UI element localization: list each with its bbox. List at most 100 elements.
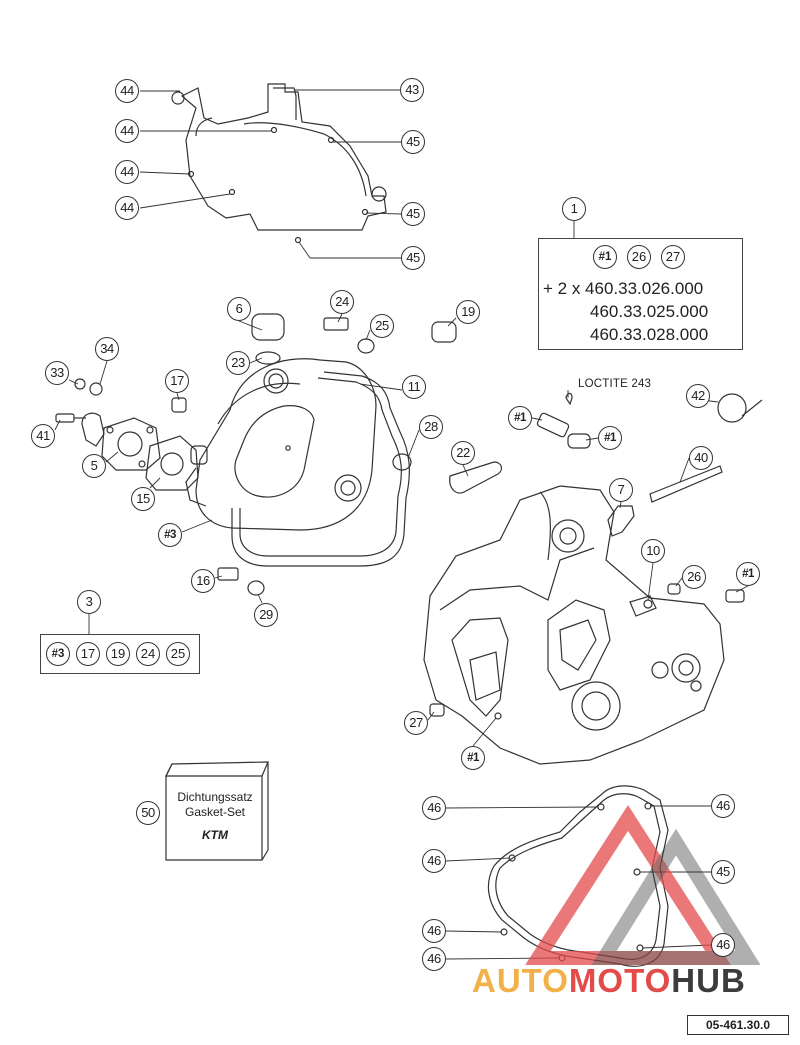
set-ref-5: 25	[166, 642, 190, 666]
callout-19: 41	[31, 424, 55, 448]
stud-bolt	[536, 412, 570, 438]
gasket-set-label-en: Gasket-Set	[184, 805, 246, 819]
washer-34	[89, 382, 103, 396]
callout-29: 10	[641, 539, 665, 563]
callout-9: 6	[227, 297, 251, 321]
watermark-part-1: AUTO	[472, 962, 569, 999]
callout-36: #1	[461, 746, 485, 770]
callout-41: 45	[711, 860, 735, 884]
watermark-part-3: HUB	[671, 962, 746, 999]
parts-set-box: #3 17 19 24 25	[40, 634, 200, 674]
drain-screw	[55, 413, 86, 423]
ktm-logo: KTM	[202, 828, 228, 842]
clutch-cover-gasket-top	[171, 83, 387, 244]
seal-28	[392, 453, 412, 471]
callout-0: 44	[115, 79, 139, 103]
callout-2: 44	[115, 119, 139, 143]
cover-gasket	[231, 371, 410, 567]
callout-25: 5	[82, 454, 106, 478]
callout-6: 45	[401, 202, 425, 226]
sleeve	[567, 433, 591, 449]
callout-35: 27	[404, 711, 428, 735]
gasket-set-package	[165, 761, 269, 861]
callout-7: 45	[401, 246, 425, 270]
set-ref-3: 19	[106, 642, 130, 666]
coolant-elbow	[81, 412, 105, 447]
set-ref-1: #3	[46, 642, 70, 666]
set-ref-2: 17	[76, 642, 100, 666]
callout-13: 34	[95, 337, 119, 361]
oil-filler-plug	[251, 313, 285, 341]
screw-24	[323, 317, 349, 331]
callout-30: 16	[191, 569, 215, 593]
callout-32: #1	[736, 562, 760, 586]
callout-44: 46	[422, 947, 446, 971]
callout-34: 29	[254, 603, 278, 627]
loctite-marker	[565, 392, 573, 406]
set-ref-4: 24	[136, 642, 160, 666]
callout-4: 44	[115, 160, 139, 184]
callout-39: 46	[711, 794, 735, 818]
plug-26	[667, 583, 681, 595]
oil-line-40	[649, 465, 723, 503]
washer-33	[74, 378, 86, 390]
kit-line-1: + 2 x 460.33.026.000	[543, 279, 704, 298]
callout-11: 25	[370, 314, 394, 338]
callout-38: 46	[422, 796, 446, 820]
plug-27	[429, 703, 445, 717]
callout-37: 50	[136, 801, 160, 825]
callout-27: 7	[609, 478, 633, 502]
seal-ring-25	[357, 338, 375, 354]
callout-21: #1	[598, 426, 622, 450]
callout-28: #3	[158, 523, 182, 547]
hose-clamp-42	[717, 393, 763, 423]
callout-42: 46	[422, 919, 446, 943]
callout-8: 1	[562, 197, 586, 221]
callout-1: 43	[400, 78, 424, 102]
o-ring-23	[255, 351, 281, 365]
crankcase-cover-gasket	[487, 785, 669, 967]
water-pump-gasket	[145, 435, 199, 491]
callout-3: 45	[401, 130, 425, 154]
callout-5: 44	[115, 196, 139, 220]
loctite-note: LOCTITE 243	[578, 378, 652, 390]
callout-22: 28	[419, 415, 443, 439]
watermark-text: AUTOMOTOHUB	[472, 962, 746, 1000]
kit-ref-2: 26	[627, 245, 651, 269]
repair-kit-box: #1 26 27 + 2 x 460.33.026.000 460.33.025…	[538, 238, 743, 350]
callout-24: 40	[689, 446, 713, 470]
screw-16	[217, 567, 239, 581]
washer-29	[247, 580, 265, 596]
callout-33: 3	[77, 590, 101, 614]
callout-15: 33	[45, 361, 69, 385]
kit-ref-3: 27	[661, 245, 685, 269]
callout-12: 19	[456, 300, 480, 324]
callout-14: 23	[226, 351, 250, 375]
callout-16: 17	[165, 369, 189, 393]
callout-43: 46	[711, 933, 735, 957]
screw-1	[725, 589, 745, 603]
callout-18: 42	[686, 384, 710, 408]
callout-26: 15	[131, 487, 155, 511]
callout-31: 26	[682, 565, 706, 589]
plug-17	[171, 397, 187, 413]
watermark-logo	[525, 805, 761, 965]
kit-line-3: 460.33.028.000	[590, 325, 709, 344]
callout-23: 22	[451, 441, 475, 465]
callout-20: #1	[508, 406, 532, 430]
gasket-set-label-de: Dichtungssatz	[177, 790, 253, 804]
clutch-cover	[185, 358, 377, 531]
diagram-id: 05-461.30.0	[687, 1015, 789, 1035]
watermark-part-2: MOTO	[568, 962, 672, 999]
callout-10: 24	[330, 290, 354, 314]
crankcase-half	[423, 485, 725, 765]
kit-line-2: 460.33.025.000	[590, 302, 709, 321]
callout-17: 11	[402, 375, 426, 399]
kit-ref-1: #1	[593, 245, 617, 269]
callout-40: 46	[422, 849, 446, 873]
elbow-fitting-7	[607, 505, 635, 537]
bracket-22	[449, 461, 503, 494]
water-pump-cover	[101, 417, 161, 471]
dowel-19	[431, 321, 457, 343]
